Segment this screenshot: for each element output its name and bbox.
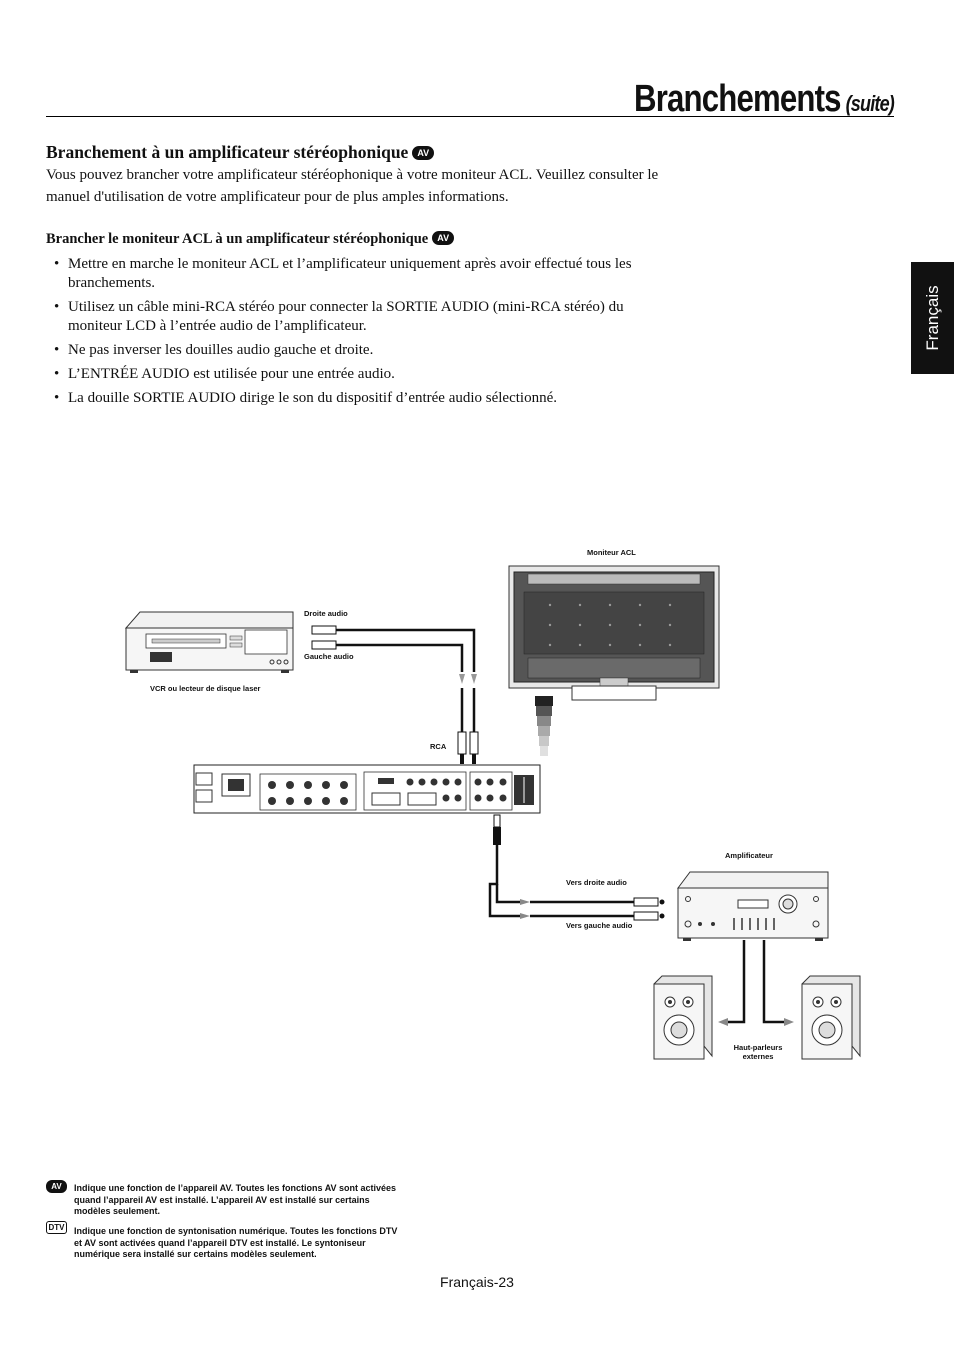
list-item: Ne pas inverser les douilles audio gauch… bbox=[46, 341, 666, 360]
page-title: Branchements(suite) bbox=[634, 78, 895, 121]
rca-plugs-vcr bbox=[311, 625, 479, 764]
right-audio-label: Droite audio bbox=[304, 609, 348, 618]
monitor-illustration bbox=[508, 565, 720, 756]
av-badge-icon: AV bbox=[432, 231, 455, 245]
speaker-arrow-left-icon bbox=[718, 1018, 728, 1026]
speakers-label-line2: externes bbox=[742, 1052, 774, 1061]
instruction-list: Mettre en marche le moniteur ACL et l’am… bbox=[46, 255, 666, 413]
connector-panel bbox=[193, 764, 541, 814]
page-title-main: Branchements bbox=[634, 78, 841, 120]
vcr-audio-cables bbox=[336, 628, 476, 672]
list-item: Utilisez un câble mini-RCA stéréo pour c… bbox=[46, 298, 666, 336]
speakers-label-line1: Haut-parleurs bbox=[733, 1043, 783, 1052]
speaker-arrow-right-icon bbox=[784, 1018, 794, 1026]
page-title-suffix: (suite) bbox=[845, 91, 895, 116]
list-item: L’ENTRÉE AUDIO est utilisée pour une ent… bbox=[46, 365, 666, 384]
section-heading-text: Branchement à un amplificateur stéréopho… bbox=[46, 142, 409, 162]
speakers-label: Haut-parleurs externes bbox=[728, 1043, 788, 1061]
amplifier-illustration bbox=[677, 871, 829, 941]
right-speaker-illustration bbox=[801, 975, 861, 1060]
left-audio-label: Gauche audio bbox=[304, 652, 354, 661]
rca-label: RCA bbox=[430, 742, 447, 751]
list-item: La douille SORTIE AUDIO dirige le son du… bbox=[46, 389, 666, 408]
to-right-audio-label: Vers droite audio bbox=[566, 878, 627, 887]
vcr-label: VCR ou lecteur de disque laser bbox=[150, 684, 261, 693]
header-rule bbox=[46, 116, 894, 117]
av-badge-icon: AV bbox=[412, 146, 435, 160]
to-left-audio-label: Vers gauche audio bbox=[566, 921, 633, 930]
section-intro: Vous pouvez brancher votre amplificateur… bbox=[46, 167, 659, 205]
amplifier-label: Amplificateur bbox=[725, 851, 773, 860]
monitor-label: Moniteur ACL bbox=[587, 548, 636, 557]
section-heading: Branchement à un amplificateur stéréopho… bbox=[46, 142, 435, 163]
mini-rca-cable bbox=[488, 814, 665, 921]
vcr-illustration bbox=[124, 611, 294, 673]
list-item: Mettre en marche le moniteur ACL et l’am… bbox=[46, 255, 666, 293]
subsection-heading: Brancher le moniteur ACL à un amplificat… bbox=[46, 231, 455, 248]
av-legend-text: Indique une fonction de l’appareil AV. T… bbox=[74, 1183, 397, 1216]
left-speaker-illustration bbox=[653, 975, 713, 1060]
page-number: Français-23 bbox=[440, 1274, 514, 1290]
av-legend-icon: AV bbox=[46, 1180, 67, 1193]
subsection-heading-text: Brancher le moniteur ACL à un amplificat… bbox=[46, 231, 429, 247]
dtv-legend-text: Indique une fonction de syntonisation nu… bbox=[74, 1226, 398, 1259]
dtv-legend-icon: DTV bbox=[46, 1221, 67, 1234]
language-tab: Français bbox=[911, 262, 954, 374]
speaker-wires bbox=[728, 940, 784, 1024]
